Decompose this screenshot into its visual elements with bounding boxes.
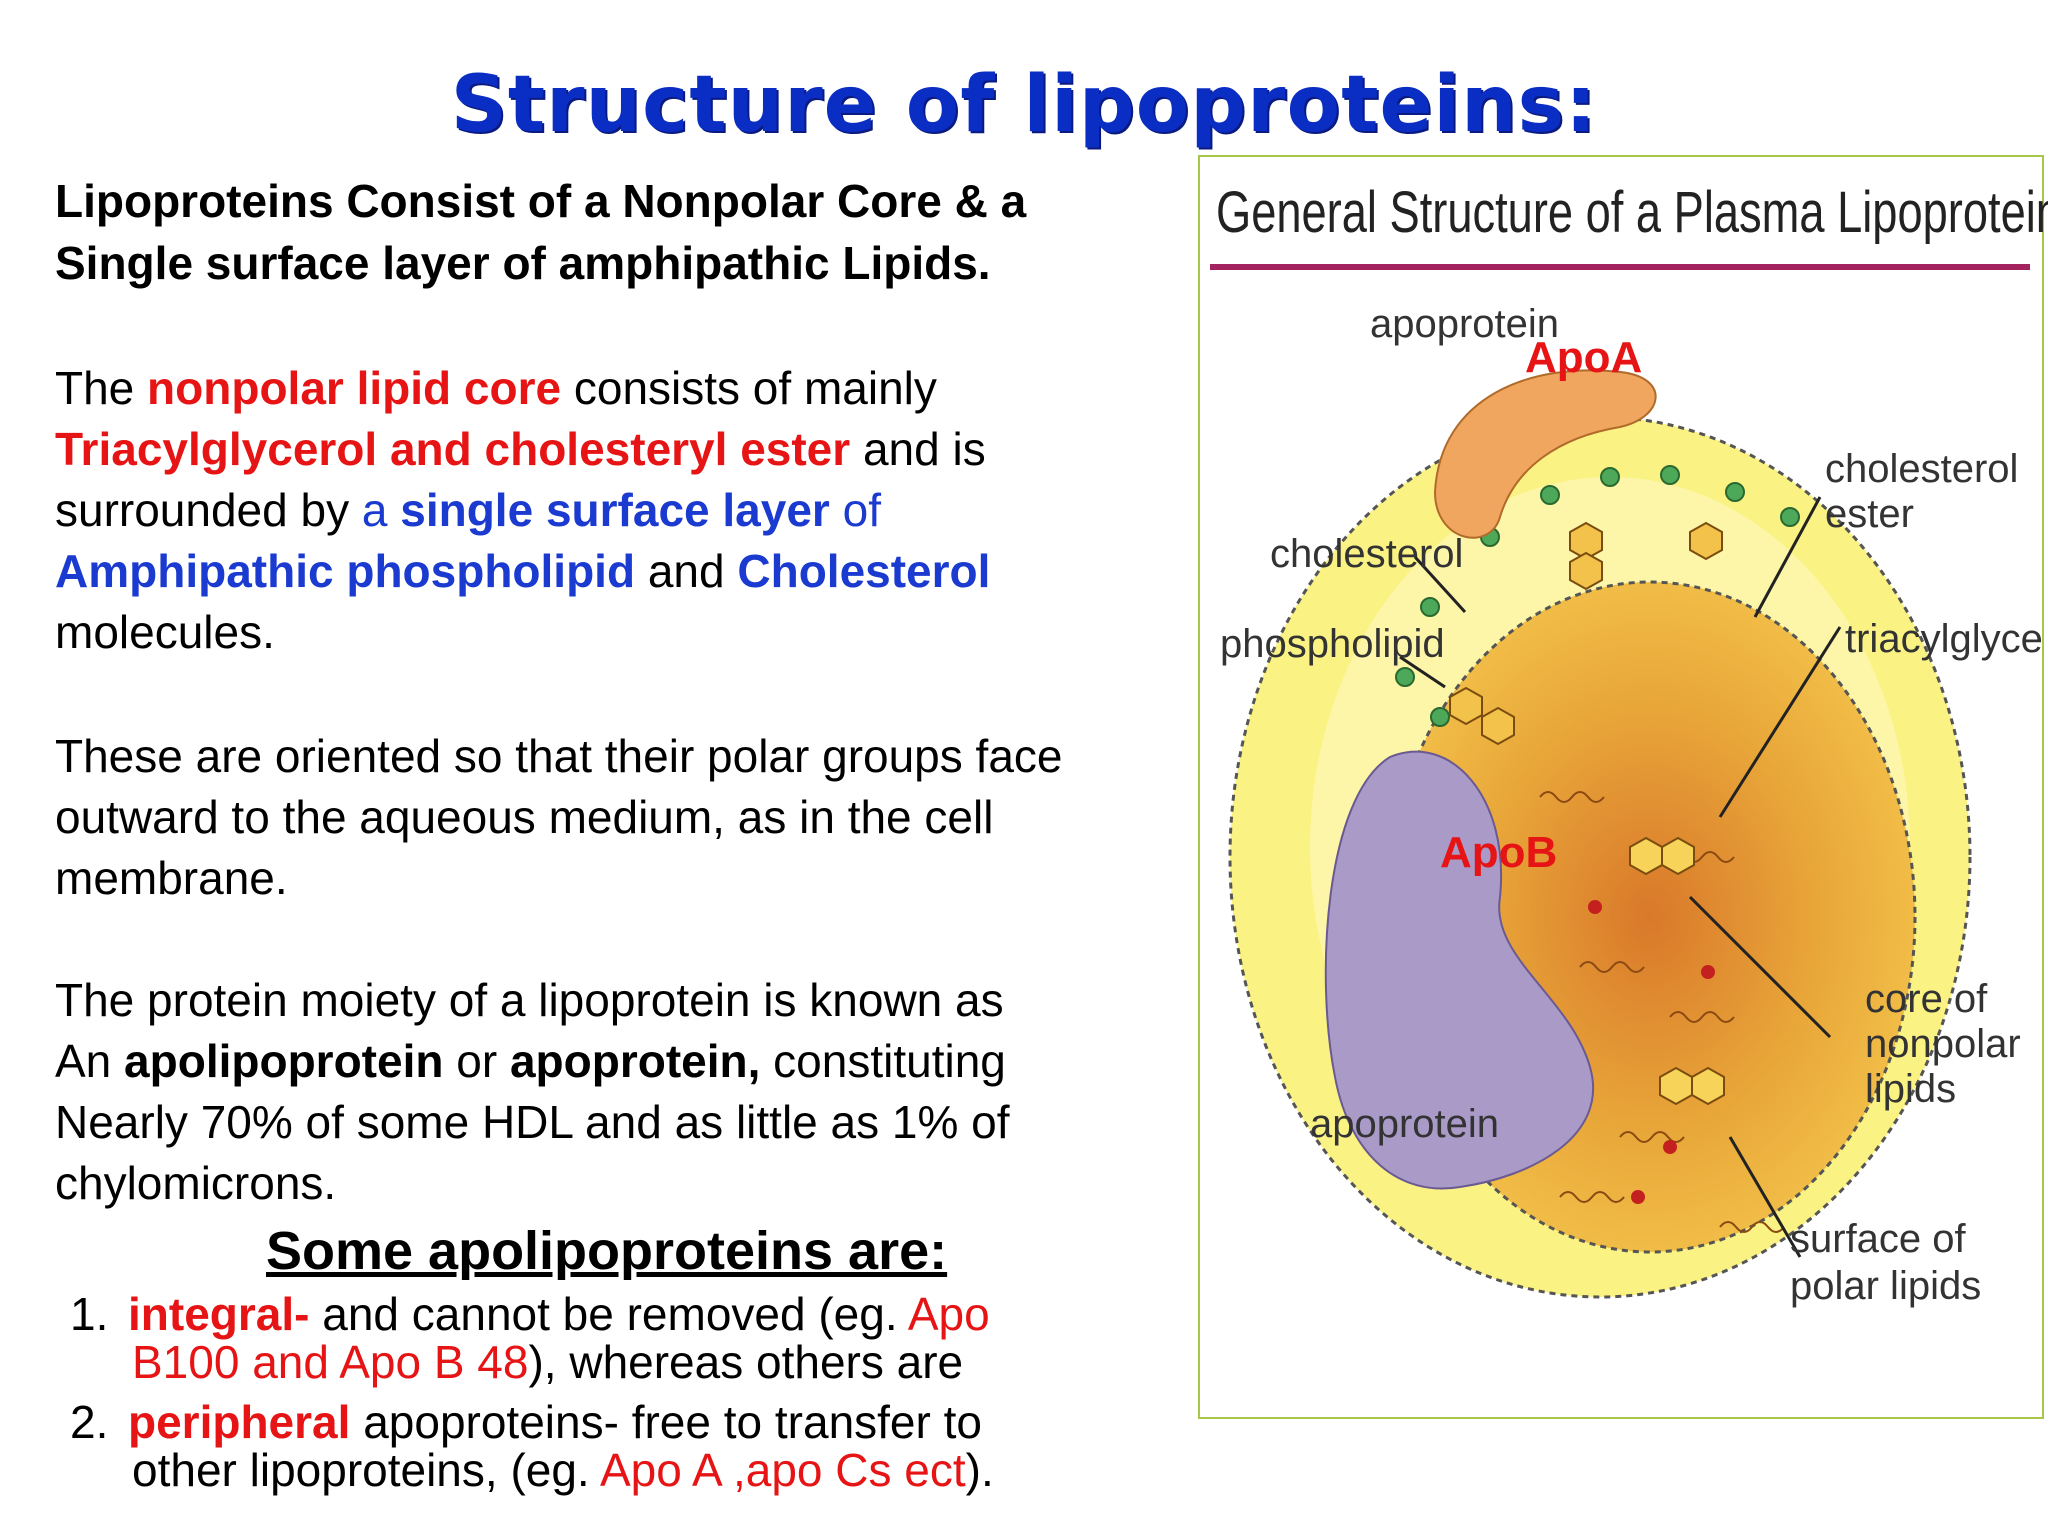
text-run: and cannot be removed (eg. <box>309 1288 908 1340</box>
paragraph-line: Nearly 70% of some HDL and as little as … <box>55 1096 1010 1148</box>
list-number: 1. <box>70 1288 109 1340</box>
highlight-core-lipids: Triacylglycerol and cholesteryl ester <box>55 423 851 475</box>
lead-line: Single surface layer of amphipathic Lipi… <box>55 237 991 289</box>
label-triacylglycerol: triacylglycerol <box>1845 617 2042 661</box>
apoB-protein <box>1324 750 1595 1190</box>
label-core: core of <box>1865 977 1988 1021</box>
text-run: and is <box>850 423 986 475</box>
text-run: ), whereas others are <box>528 1336 964 1388</box>
highlight-surface-layer: single surface layer <box>400 484 830 536</box>
text-run: other lipoproteins, (eg. <box>132 1444 600 1496</box>
label-cholesterol-ester: cholesterol <box>1825 447 2018 491</box>
figure-title-rule <box>1210 264 2030 270</box>
protein-paragraph: The protein moiety of a lipoprotein is k… <box>55 970 1185 1214</box>
text-run: An <box>55 1035 125 1087</box>
text-run: of <box>829 484 881 536</box>
label-apoB: ApoB <box>1440 828 1557 877</box>
highlight-phospholipid: Amphipathic phospholipid <box>55 545 636 597</box>
term-apoprotein: apoprotein, <box>509 1035 761 1087</box>
lipoprotein-diagram: apoprotein ApoA cholesterol ester choles… <box>1220 302 2042 1308</box>
lead-statement: Lipoproteins Consist of a Nonpolar Core … <box>55 170 1175 294</box>
paragraph-line: Amphipathic phospholipid and Cholesterol <box>55 541 1185 602</box>
list-item: 2. peripheral apoproteins- free to transf… <box>70 1398 1130 1494</box>
text-run: and <box>635 545 738 597</box>
text-run: apoproteins- free to transfer to <box>350 1396 982 1448</box>
lipid-tails <box>1539 791 1785 1233</box>
label-apoprotein-top: apoprotein <box>1370 302 1559 346</box>
list-number: 2. <box>70 1396 109 1448</box>
text-run: ). <box>965 1444 994 1496</box>
list-item: 1. integral- and cannot be removed (eg. A… <box>70 1290 1130 1386</box>
lead-line: Lipoproteins Consist of a Nonpolar Core … <box>55 175 1027 227</box>
text-run: The <box>55 362 148 414</box>
term-peripheral: peripheral <box>128 1396 351 1448</box>
leader-lines <box>1399 496 1842 1258</box>
example-apoA: Apo A ,apo Cs ect <box>599 1444 966 1496</box>
paragraph-line: These are oriented so that their polar g… <box>55 730 1063 782</box>
paragraph-line: Triacylglycerol and cholesteryl ester an… <box>55 419 1185 480</box>
example-apoB: B100 and Apo B 48 <box>132 1336 529 1388</box>
cholesteryl-ester-rings <box>1629 836 1725 1106</box>
label-apoprotein-bottom: apoprotein <box>1310 1102 1499 1146</box>
text-run: or <box>443 1035 510 1087</box>
label-surface: polar lipids <box>1790 1264 1981 1308</box>
label-cholesterol-ester: ester <box>1825 492 1914 536</box>
label-apoA: ApoA <box>1525 333 1642 382</box>
surface-cholesterol-rings <box>1449 521 1723 746</box>
core-polar-dots <box>1588 900 1715 1204</box>
highlight-cholesterol: Cholesterol <box>737 545 991 597</box>
subheading: Some apolipoproteins are: <box>266 1221 948 1281</box>
list-continuation: B100 and Apo B 48), whereas others are <box>70 1338 1130 1386</box>
label-core: nonpolar <box>1865 1022 2021 1066</box>
orientation-paragraph: These are oriented so that their polar g… <box>55 726 1185 909</box>
paragraph-line: An apolipoprotein or apoprotein, constit… <box>55 1031 1185 1092</box>
figure-title: General Structure of a Plasma Lipoprotei… <box>1216 180 2048 245</box>
highlight-nonpolar-core: nonpolar lipid core <box>147 362 562 414</box>
text-run: constituting <box>760 1035 1006 1087</box>
core-paragraph: The nonpolar lipid core consists of main… <box>55 358 1185 663</box>
label-phospholipid: phospholipid <box>1220 622 1445 666</box>
label-cholesterol: cholesterol <box>1270 532 1463 576</box>
text-run: a <box>361 484 401 536</box>
lipoprotein-figure: General Structure of a Plasma Lipoprotei… <box>1198 155 2048 1419</box>
term-apolipoprotein: apolipoprotein <box>124 1035 444 1087</box>
paragraph-line: The protein moiety of a lipoprotein is k… <box>55 974 1004 1026</box>
apoA-protein <box>1433 369 1657 539</box>
paragraph-line: membrane. <box>55 852 288 904</box>
text-run: consists of mainly <box>561 362 937 414</box>
page-title: Structure of lipoproteins: <box>450 60 1598 150</box>
text-run: Apo <box>907 1288 990 1340</box>
text-run: surrounded by <box>55 484 362 536</box>
label-surface: surface of <box>1790 1217 1967 1261</box>
paragraph-line: chylomicrons. <box>55 1157 337 1209</box>
paragraph-line: molecules. <box>55 606 275 658</box>
list-continuation: other lipoproteins, (eg. Apo A ,apo Cs e… <box>70 1446 1130 1494</box>
label-core: lipids <box>1865 1067 1956 1111</box>
term-integral: integral- <box>128 1288 310 1340</box>
paragraph-line: The nonpolar lipid core consists of main… <box>55 358 1185 419</box>
paragraph-line: outward to the aqueous medium, as in the… <box>55 791 994 843</box>
paragraph-line: surrounded by a single surface layer of <box>55 480 1185 541</box>
